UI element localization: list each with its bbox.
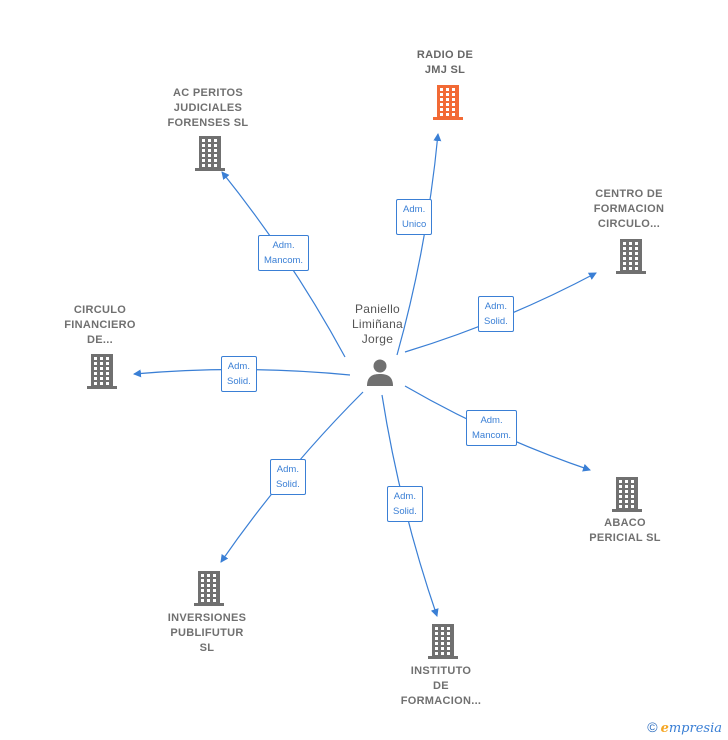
edge-radio	[396, 133, 442, 356]
edge-label-ac-peritos[interactable]: Adm. Mancom.	[258, 235, 310, 271]
company-label-ac-peritos[interactable]: AC PERITOS JUDICIALES FORENSES SL	[167, 87, 249, 129]
company-label-radio[interactable]: RADIO DE JMJ SL	[416, 49, 474, 76]
building-icon-ac-peritos[interactable]	[194, 136, 226, 172]
company-label-inversiones[interactable]: INVERSIONES PUBLIFUTUR SL	[167, 612, 247, 654]
edge-label-inversiones[interactable]: Adm. Solid.	[270, 459, 306, 495]
building-icon-instituto[interactable]	[427, 624, 459, 660]
edge-label-radio[interactable]: Adm. Unico	[396, 199, 433, 235]
company-label-centro[interactable]: CENTRO DE FORMACION CIRCULO...	[593, 188, 665, 230]
building-icon-inversiones[interactable]	[193, 571, 225, 607]
building-icon-abaco[interactable]	[611, 477, 643, 513]
edge-label-centro[interactable]: Adm. Solid.	[478, 296, 514, 332]
building-icon-radio[interactable]	[432, 85, 464, 121]
company-label-abaco[interactable]: ABACO PERICIAL SL	[589, 517, 661, 544]
building-icon-circulo[interactable]	[86, 354, 118, 390]
edge-label-circulo[interactable]: Adm. Solid.	[221, 356, 257, 392]
company-label-circulo[interactable]: CIRCULO FINANCIERO DE...	[64, 304, 136, 346]
footer-brand: ©empresia	[647, 719, 722, 736]
copyright-symbol: ©	[647, 719, 658, 735]
edge-label-abaco[interactable]: Adm. Mancom.	[466, 410, 518, 446]
company-label-instituto[interactable]: INSTITUTO DE FORMACION...	[400, 665, 482, 707]
building-icon-centro[interactable]	[615, 239, 647, 275]
empresia-logo: empresia	[660, 721, 722, 736]
person-icon[interactable]	[364, 356, 396, 388]
center-person-label: Paniello Limiñana Jorge	[351, 302, 404, 346]
edge-label-instituto[interactable]: Adm. Solid.	[387, 486, 423, 522]
